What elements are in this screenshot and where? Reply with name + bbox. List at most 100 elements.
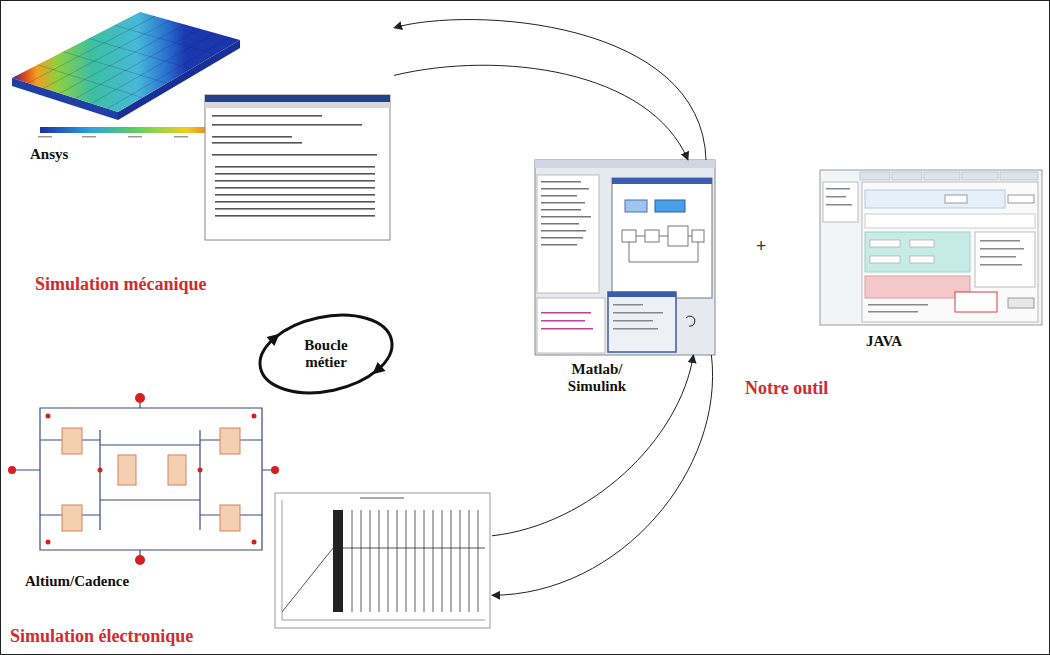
waveform-plot (352, 510, 478, 612)
waveform-plot (275, 493, 490, 628)
java-gui-screenshot (910, 256, 934, 263)
circuit-schematic (8, 393, 279, 565)
result-listing-window (205, 95, 390, 240)
circuit-schematic (252, 414, 257, 419)
fem-plate (38, 136, 52, 138)
java-gui-screenshot (860, 172, 1038, 180)
simulink-screenshot (622, 226, 704, 262)
loop-arrowhead (266, 334, 281, 348)
fem-plate (82, 136, 96, 138)
circuit-schematic (252, 540, 257, 545)
circuit-schematic (12, 398, 275, 560)
java-gui-screenshot (865, 276, 970, 298)
java-gui-screenshot (826, 188, 852, 206)
result-listing-window (212, 142, 302, 144)
result-listing-window (215, 180, 375, 182)
result-listing-window (215, 166, 375, 168)
java-gui-screenshot (892, 172, 922, 180)
simulink-screenshot (645, 230, 659, 242)
result-listing-window (215, 187, 375, 189)
circuit-schematic (62, 428, 240, 531)
simulink-screenshot (541, 320, 585, 322)
result-listing-window (215, 173, 375, 175)
result-listing-window (212, 115, 322, 117)
loop-ellipse-shape (253, 304, 399, 404)
waveform-plot (282, 500, 485, 620)
simulink-screenshot (608, 292, 676, 297)
fem-plate (60, 25, 185, 94)
section-title: Simulation électronique (10, 626, 193, 647)
java-gui-screenshot (865, 214, 1035, 228)
simulink-screenshot (541, 237, 583, 239)
java-gui-screenshot (826, 204, 852, 206)
java-gui-screenshot (820, 170, 1042, 325)
plus-sign: + (756, 236, 766, 257)
java-gui-screenshot (980, 248, 1024, 250)
java-gui-screenshot (870, 256, 900, 263)
java-gui-screenshot (980, 240, 1024, 266)
result-listing-window (212, 124, 362, 126)
circuit-schematic (62, 505, 82, 531)
flow-arrow (394, 20, 706, 160)
simulation-tool: Ansys (10, 4, 394, 242)
loop-ellipse-outline (253, 304, 399, 404)
waveform-plot (333, 510, 343, 612)
java-gui-screenshot (1000, 172, 1038, 180)
simulink-screenshot (541, 230, 586, 232)
simulink-screenshot (655, 200, 685, 212)
fem-plate (174, 136, 188, 138)
waveform-plot (360, 497, 404, 499)
simulink-screenshot (622, 230, 636, 242)
result-listing-window (212, 154, 377, 156)
circuit-schematic (168, 455, 186, 485)
java-gui-screenshot (868, 304, 928, 313)
java-gui-screenshot (962, 172, 998, 180)
simulink-screenshot (541, 202, 585, 204)
waveform-plot (282, 548, 485, 612)
simulink-screenshot (541, 328, 593, 330)
java-gui-screenshot (955, 292, 997, 312)
java-gui-screenshot (862, 182, 1038, 322)
circuit-schematic (12, 469, 275, 470)
simulink-screenshot (541, 209, 581, 211)
simulink-screenshot (541, 223, 579, 225)
simulink-screenshot (686, 316, 695, 326)
java-gui-screenshot (980, 256, 1016, 258)
result-listing-window (212, 115, 377, 217)
simulink-screenshot (541, 216, 591, 218)
java-gui-screenshot (980, 240, 1020, 242)
circuit-schematic (198, 468, 203, 473)
simulink-screenshot (612, 178, 712, 184)
result-listing-window (215, 208, 375, 210)
java-gui-screenshot (868, 304, 928, 306)
java-gui-screenshot (975, 232, 1035, 287)
fem-plate (76, 29, 200, 99)
circuit-schematic (135, 393, 145, 403)
result-listing-window (215, 194, 375, 196)
java-gui-screenshot (980, 264, 1022, 266)
simulink-screenshot (541, 188, 589, 190)
fem-plate (28, 16, 230, 108)
simulink-screenshot (541, 195, 577, 197)
result-listing-window (205, 95, 390, 102)
fem-plate (44, 20, 170, 88)
java-gui-screenshot (865, 190, 1005, 208)
java-gui-screenshot (826, 196, 846, 198)
section-title: Notre outil (745, 378, 828, 399)
simulink-screenshot (629, 236, 698, 262)
simulink-screenshot (541, 312, 593, 330)
java-gui-screenshot (870, 240, 900, 247)
result-listing-window (215, 215, 375, 217)
simulink-screenshot (625, 200, 647, 212)
java-gui-screenshot (910, 240, 934, 247)
circuit-schematic (139, 398, 140, 560)
simulink-screenshot (535, 160, 715, 355)
result-listing-window (215, 201, 375, 203)
java-gui-screenshot (865, 232, 970, 272)
tool-label: Altium/Cadence (25, 573, 129, 590)
java-gui-screenshot (820, 170, 1042, 325)
